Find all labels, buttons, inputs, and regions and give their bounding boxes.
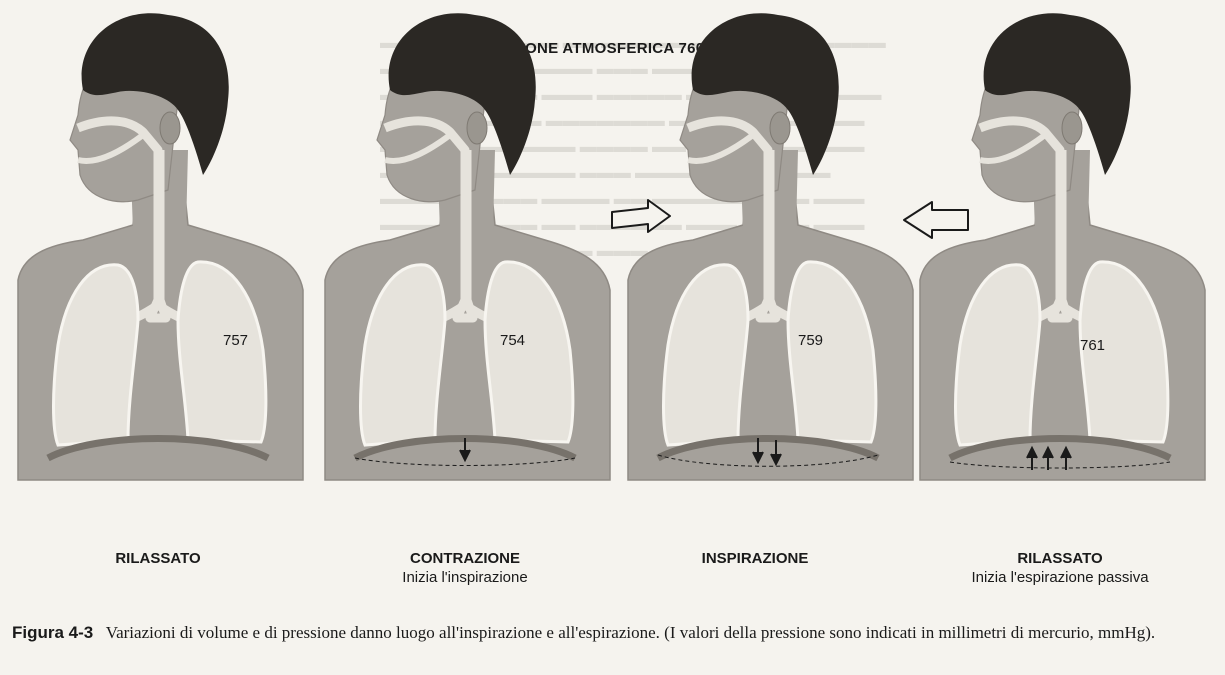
figure-caption: Figura 4-3 Variazioni di volume e di pre… xyxy=(12,622,1217,644)
inhale-arrow-icon xyxy=(612,200,670,232)
panel-label-3: INSPIRAZIONE xyxy=(610,550,900,569)
panel-rilassato-1: 757 xyxy=(18,13,303,480)
panel-label-1: RILASSATO xyxy=(13,550,303,569)
panel-label-2: CONTRAZIONE Inizia l'inspirazione xyxy=(320,550,610,586)
pressure-value: 757 xyxy=(223,332,248,349)
panel-title: INSPIRAZIONE xyxy=(610,550,900,567)
panel-rilassato-2: 761 xyxy=(920,13,1205,480)
panel-contrazione: 754 xyxy=(325,13,610,480)
pressure-value: 759 xyxy=(798,332,823,349)
panel-title: RILASSATO xyxy=(915,550,1205,567)
pressure-value: 754 xyxy=(500,332,525,349)
panel-inspirazione: 759 xyxy=(628,13,913,480)
caption-text: Variazioni di volume e di pressione dann… xyxy=(106,623,1155,642)
panel-label-4: RILASSATO Inizia l'espirazione passiva xyxy=(915,550,1205,586)
panel-title: CONTRAZIONE xyxy=(320,550,610,567)
exhale-arrow-icon xyxy=(904,202,968,238)
panel-subtitle: Inizia l'inspirazione xyxy=(320,569,610,586)
panel-title: RILASSATO xyxy=(13,550,303,567)
figure-number: Figura 4-3 xyxy=(12,623,93,642)
panel-subtitle: Inizia l'espirazione passiva xyxy=(915,569,1205,586)
pressure-value: 761 xyxy=(1080,337,1105,354)
